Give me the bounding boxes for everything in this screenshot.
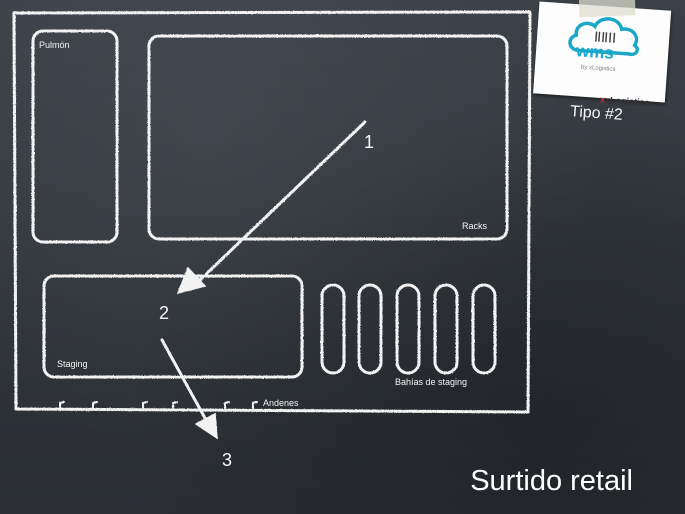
cloud-icon [568,17,639,57]
label-racks: Racks [462,221,488,231]
step-number-3: 3 [222,450,233,470]
label-bahias-staging: Bahías de staging [395,377,468,387]
staging-bay-1 [320,283,346,375]
slide-title: Surtido retail [470,465,633,497]
flow-arrow-2-head [194,412,218,440]
flow-arrow-1-head [176,266,207,295]
logo-wms-text: wms [575,41,615,63]
zone-staging [42,274,304,379]
staging-bay-2 [357,283,383,375]
staging-bay-5 [471,283,497,375]
flow-arrow-1-shaft [198,120,367,282]
label-pulmon: Pulmón [39,40,70,50]
dock-marks [59,401,258,409]
warehouse-outline [12,10,532,414]
logo-sticky-note: wms by xLogistics [533,0,672,107]
step-number-2: 2 [159,303,170,323]
label-staging: Staging [57,359,88,369]
staging-bay-4 [433,283,459,375]
staging-bay-3 [395,283,421,375]
label-andenes: Andenes [263,398,299,408]
flow-arrow-2-shaft [160,338,208,422]
zone-racks [147,34,509,241]
zone-pulmon [31,29,119,244]
step-number-1: 1 [364,132,375,152]
